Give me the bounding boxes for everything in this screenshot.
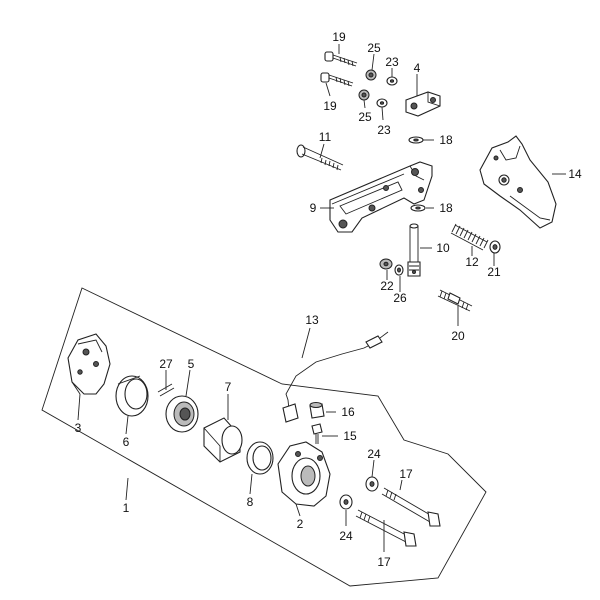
callout-3: 3 xyxy=(75,421,82,435)
part-23-lower-washer xyxy=(376,98,388,108)
part-18-lower-washer xyxy=(410,204,426,212)
part-2-caliper-body xyxy=(277,441,331,507)
part-5-piston-boot xyxy=(165,395,199,433)
part-6-brake-pad xyxy=(115,375,149,417)
callout-17-lower: 17 xyxy=(377,555,391,569)
callout-12: 12 xyxy=(465,255,479,269)
part-15-bleeder-screw xyxy=(311,423,323,444)
callout-7: 7 xyxy=(225,380,232,394)
part-25-lower-nut xyxy=(358,89,370,101)
callout-17-upper: 17 xyxy=(399,467,413,481)
part-17-upper-bolt xyxy=(381,487,441,527)
part-19-top-bolt xyxy=(324,51,358,67)
part-3-caliper-bracket xyxy=(67,333,111,395)
callout-25-top: 25 xyxy=(367,41,381,55)
part-14-guard-cover xyxy=(479,135,557,229)
part-24-upper-washer xyxy=(365,476,379,492)
callout-1: 1 xyxy=(123,501,130,515)
caliper-group-outline xyxy=(41,287,487,587)
callout-23-top: 23 xyxy=(385,55,399,69)
callout-24-upper: 24 xyxy=(367,447,381,461)
callout-26: 26 xyxy=(393,291,407,305)
part-16-bleeder-cap xyxy=(309,402,325,419)
part-8-seal-ring xyxy=(246,441,274,475)
callout-16: 16 xyxy=(341,405,355,419)
callout-labels: 19 25 23 4 19 25 23 11 18 14 9 18 10 12 … xyxy=(75,30,582,569)
part-23-top-washer xyxy=(386,76,398,86)
callout-23-lower: 23 xyxy=(377,123,391,137)
part-24-lower-washer xyxy=(339,494,353,510)
callout-5: 5 xyxy=(188,357,195,371)
part-17-lower-bolt xyxy=(355,509,417,547)
part-27-pin xyxy=(157,383,175,397)
callout-18-lower: 18 xyxy=(439,201,453,215)
callout-9: 9 xyxy=(310,201,317,215)
part-26-washer xyxy=(394,264,404,276)
callout-18-upper: 18 xyxy=(439,133,453,147)
part-11-long-bolt xyxy=(296,144,344,171)
part-10-push-rod xyxy=(407,223,421,277)
part-9-pedal-arm xyxy=(329,161,433,233)
part-19-lower-bolt xyxy=(320,72,354,87)
callout-15: 15 xyxy=(343,429,357,443)
callout-14: 14 xyxy=(568,167,582,181)
callout-11: 11 xyxy=(319,130,332,144)
callout-25-lower: 25 xyxy=(358,110,372,124)
part-21-washer xyxy=(489,240,501,254)
callout-27: 27 xyxy=(159,357,173,371)
part-4-clevis-bracket xyxy=(405,91,441,117)
part-20-stud xyxy=(437,289,473,312)
part-7-piston xyxy=(203,417,243,463)
callout-13: 13 xyxy=(305,313,319,327)
part-25-top-nut xyxy=(365,69,377,81)
part-18-upper-washer xyxy=(408,136,424,144)
part-12-spring xyxy=(450,223,489,251)
leader-lines xyxy=(77,44,566,552)
callout-19-top: 19 xyxy=(332,30,346,44)
callout-6: 6 xyxy=(123,435,130,449)
callout-22: 22 xyxy=(380,279,394,293)
callout-4: 4 xyxy=(414,61,421,75)
callout-24-lower: 24 xyxy=(339,529,353,543)
callout-10: 10 xyxy=(436,241,450,255)
callout-19-lower: 19 xyxy=(323,99,337,113)
callout-21: 21 xyxy=(487,265,501,279)
part-13-brake-pipe xyxy=(282,331,389,423)
callout-8: 8 xyxy=(247,495,254,509)
callout-2: 2 xyxy=(297,517,304,531)
part-22-nut xyxy=(379,258,393,270)
callout-20: 20 xyxy=(451,329,465,343)
